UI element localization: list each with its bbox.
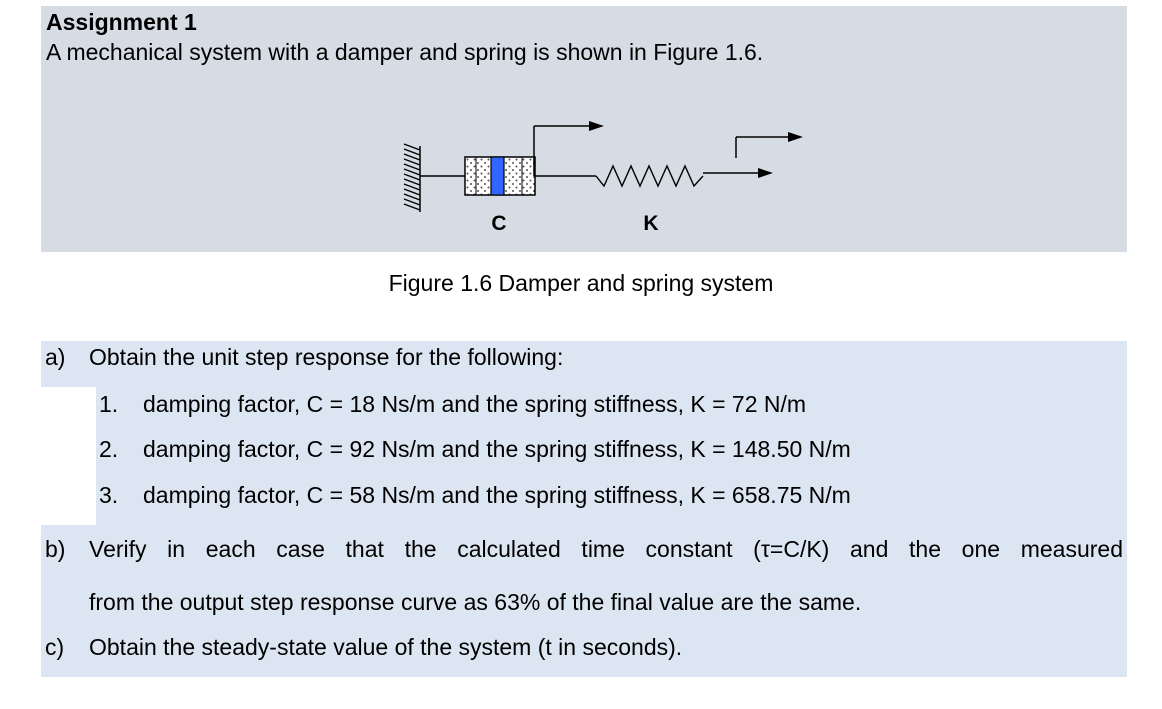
question-a-marker: a) [45,344,66,370]
assignment-title: Assignment 1 [46,9,197,35]
spring-label: K [643,212,658,235]
spring [595,164,704,188]
damper-spring-diagram: C K [403,121,803,235]
damper-displacement-arrow [533,121,604,176]
indent-gap [41,387,96,525]
questions-panel [41,341,1127,677]
figure-caption: Figure 1.6 Damper and spring system [388,270,774,296]
spring-output-arrow [703,168,773,178]
spring-displacement-arrow [735,132,803,158]
list-item-number: 1. [99,391,119,417]
damper-label: C [491,212,506,235]
list-item-number: 2. [99,436,119,462]
assignment-intro: A mechanical system with a damper and sp… [46,39,764,65]
piston [490,156,505,196]
list-item: damping factor, C = 92 Ns/m and the spri… [143,436,851,462]
list-item: damping factor, C = 58 Ns/m and the spri… [143,482,851,508]
list-item: damping factor, C = 18 Ns/m and the spri… [143,391,807,417]
question-c-text: Obtain the steady-state value of the sys… [89,634,683,660]
question-b-line2: from the output step response curve as 6… [89,589,862,615]
damper [464,156,536,196]
question-a-text: Obtain the unit step response for the fo… [89,344,564,370]
list-item-number: 3. [99,482,119,508]
question-b-line1: Verify in each case that the calculated … [89,536,1123,562]
wall-ground [403,143,421,212]
question-b-marker: b) [45,536,66,562]
figure-panel: Assignment 1 A mechanical system with a … [41,6,1127,252]
question-c-marker: c) [45,634,65,660]
